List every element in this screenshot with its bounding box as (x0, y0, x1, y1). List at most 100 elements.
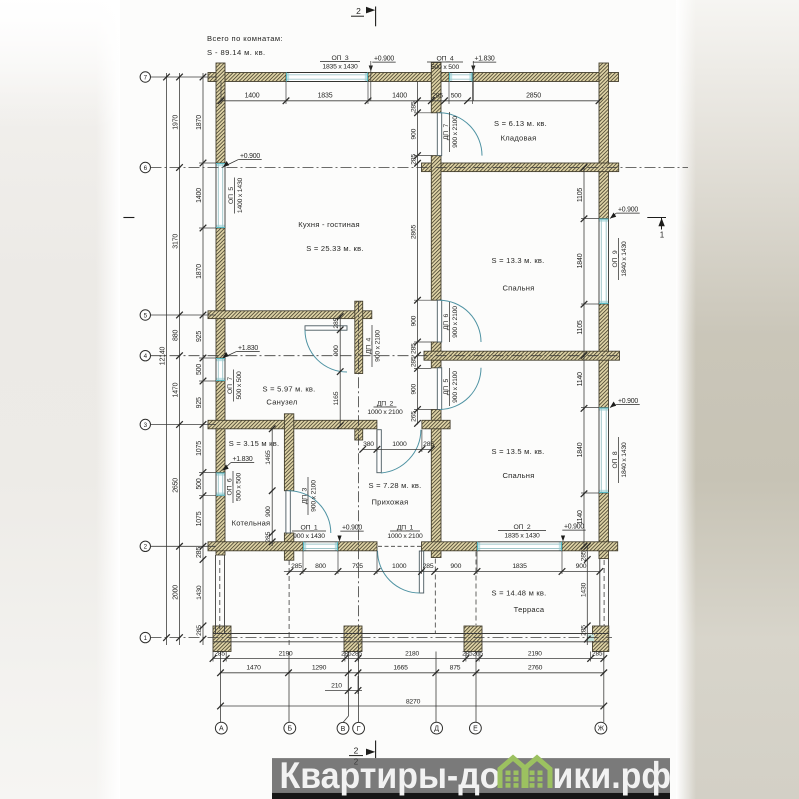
svg-text:+0.900: +0.900 (374, 56, 394, 63)
svg-text:1465: 1465 (265, 450, 272, 465)
svg-text:В: В (341, 726, 346, 733)
svg-text:1400: 1400 (392, 93, 407, 100)
svg-text:Кухня - гостиная: Кухня - гостиная (298, 220, 360, 229)
svg-text:285: 285 (580, 550, 587, 561)
svg-text:285265: 285265 (462, 650, 483, 657)
svg-text:1835: 1835 (512, 563, 527, 570)
svg-text:285: 285 (265, 531, 272, 542)
svg-text:285: 285 (291, 563, 302, 570)
svg-text:Кладовая: Кладовая (501, 134, 537, 143)
svg-text:1075: 1075 (196, 511, 203, 526)
svg-text:285: 285 (432, 93, 443, 100)
svg-text:S = 14.48 м кв.: S = 14.48 м кв. (491, 589, 546, 598)
svg-text:S = 13.3 м. кв.: S = 13.3 м. кв. (492, 256, 545, 265)
svg-text:1: 1 (144, 635, 148, 642)
svg-text:800: 800 (315, 563, 326, 570)
svg-text:1665: 1665 (393, 665, 408, 672)
svg-text:1000: 1000 (392, 441, 407, 448)
svg-text:1000: 1000 (392, 563, 407, 570)
svg-text:925: 925 (196, 397, 203, 408)
svg-text:2190: 2190 (528, 650, 542, 657)
svg-text:Г: Г (357, 726, 361, 733)
svg-text:7: 7 (144, 74, 148, 81)
svg-text:ДП_7: ДП_7 (443, 123, 450, 140)
svg-text:+0.900: +0.900 (564, 524, 584, 531)
svg-text:1870: 1870 (196, 115, 203, 130)
svg-text:ОП_1: ОП_1 (301, 525, 318, 532)
svg-text:285: 285 (196, 547, 203, 558)
svg-text:ОП_8: ОП_8 (612, 451, 619, 468)
svg-text:ОП_7: ОП_7 (227, 377, 234, 394)
svg-text:925: 925 (196, 331, 203, 342)
svg-text:ДП_4: ДП_4 (366, 337, 373, 354)
svg-text:285: 285 (580, 625, 587, 636)
svg-text:900: 900 (411, 128, 418, 139)
svg-text:1430: 1430 (196, 585, 203, 600)
svg-text:500 x 500: 500 x 500 (236, 473, 243, 501)
svg-text:500 x 500: 500 x 500 (236, 371, 243, 399)
svg-text:2: 2 (144, 544, 148, 551)
svg-text:+1.830: +1.830 (238, 345, 258, 352)
svg-text:1970: 1970 (173, 115, 180, 130)
svg-text:Терраса: Терраса (514, 605, 545, 614)
svg-text:285: 285 (423, 441, 434, 448)
svg-text:1140: 1140 (577, 510, 584, 525)
svg-text:Спальня: Спальня (502, 284, 534, 293)
svg-text:1840 x 1430: 1840 x 1430 (621, 241, 628, 277)
svg-text:2180: 2180 (405, 650, 419, 657)
svg-text:210: 210 (331, 683, 342, 690)
svg-text:285285: 285285 (341, 650, 362, 657)
svg-text:Е: Е (473, 726, 478, 733)
svg-text:380: 380 (363, 441, 374, 448)
svg-text:2: 2 (356, 6, 361, 16)
svg-text:900 x 2100: 900 x 2100 (452, 371, 459, 403)
svg-text:Спальня: Спальня (502, 471, 534, 480)
svg-text:1400: 1400 (196, 188, 203, 203)
svg-text:1400 x 1430: 1400 x 1430 (237, 177, 244, 213)
svg-text:S = 7.28 м. кв.: S = 7.28 м. кв. (369, 481, 422, 490)
svg-text:5: 5 (144, 312, 148, 319)
svg-text:900: 900 (265, 506, 272, 517)
svg-text:1835: 1835 (318, 93, 333, 100)
svg-text:1470: 1470 (173, 382, 180, 397)
svg-text:2650: 2650 (173, 478, 180, 493)
svg-text:1840: 1840 (577, 442, 584, 457)
svg-text:285: 285 (592, 650, 603, 657)
svg-text:ОП_9: ОП_9 (612, 250, 619, 267)
svg-text:285: 285 (411, 154, 418, 165)
svg-text:1835 x 1430: 1835 x 1430 (322, 64, 358, 71)
svg-text:Всего по комнатам:: Всего по комнатам: (207, 34, 283, 43)
svg-text:285: 285 (196, 625, 203, 636)
svg-text:1000 x 2100: 1000 x 2100 (367, 409, 403, 416)
svg-text:795: 795 (352, 563, 363, 570)
svg-text:875: 875 (450, 665, 461, 672)
svg-text:2000: 2000 (173, 585, 180, 600)
svg-text:1105: 1105 (577, 320, 584, 335)
svg-text:1870: 1870 (196, 264, 203, 279)
svg-text:А: А (219, 726, 224, 733)
svg-text:900: 900 (411, 315, 418, 326)
svg-text:Санузел: Санузел (266, 398, 297, 407)
svg-text:1000 x 2100: 1000 x 2100 (387, 533, 423, 540)
svg-text:S = 13.5 м. кв.: S = 13.5 м. кв. (492, 447, 545, 456)
svg-text:S - 89.14 м. кв.: S - 89.14 м. кв. (207, 48, 266, 57)
svg-text:S = 6.13 м. кв.: S = 6.13 м. кв. (494, 119, 547, 128)
svg-text:500: 500 (196, 478, 203, 489)
svg-text:4: 4 (144, 353, 148, 360)
svg-text:1470: 1470 (246, 665, 261, 672)
svg-text:900 x 2100: 900 x 2100 (452, 116, 459, 148)
svg-text:2760: 2760 (528, 665, 543, 672)
svg-text:ОП_2: ОП_2 (514, 524, 531, 531)
svg-text:ОП_4: ОП_4 (437, 56, 454, 63)
svg-text:S = 5.97 м. кв.: S = 5.97 м. кв. (263, 385, 316, 394)
svg-text:S = 25.33 м. кв.: S = 25.33 м. кв. (306, 244, 363, 253)
svg-text:S = 3.15 м кв.: S = 3.15 м кв. (229, 439, 280, 448)
svg-text:500 x 500: 500 x 500 (431, 64, 459, 71)
svg-text:Б: Б (288, 726, 293, 733)
svg-text:1400: 1400 (245, 93, 260, 100)
svg-text:880: 880 (173, 330, 180, 341)
svg-text:ДП_1: ДП_1 (397, 525, 414, 532)
svg-text:1835 x 1430: 1835 x 1430 (504, 533, 540, 540)
svg-text:285: 285 (423, 563, 434, 570)
svg-text:500: 500 (196, 364, 203, 375)
